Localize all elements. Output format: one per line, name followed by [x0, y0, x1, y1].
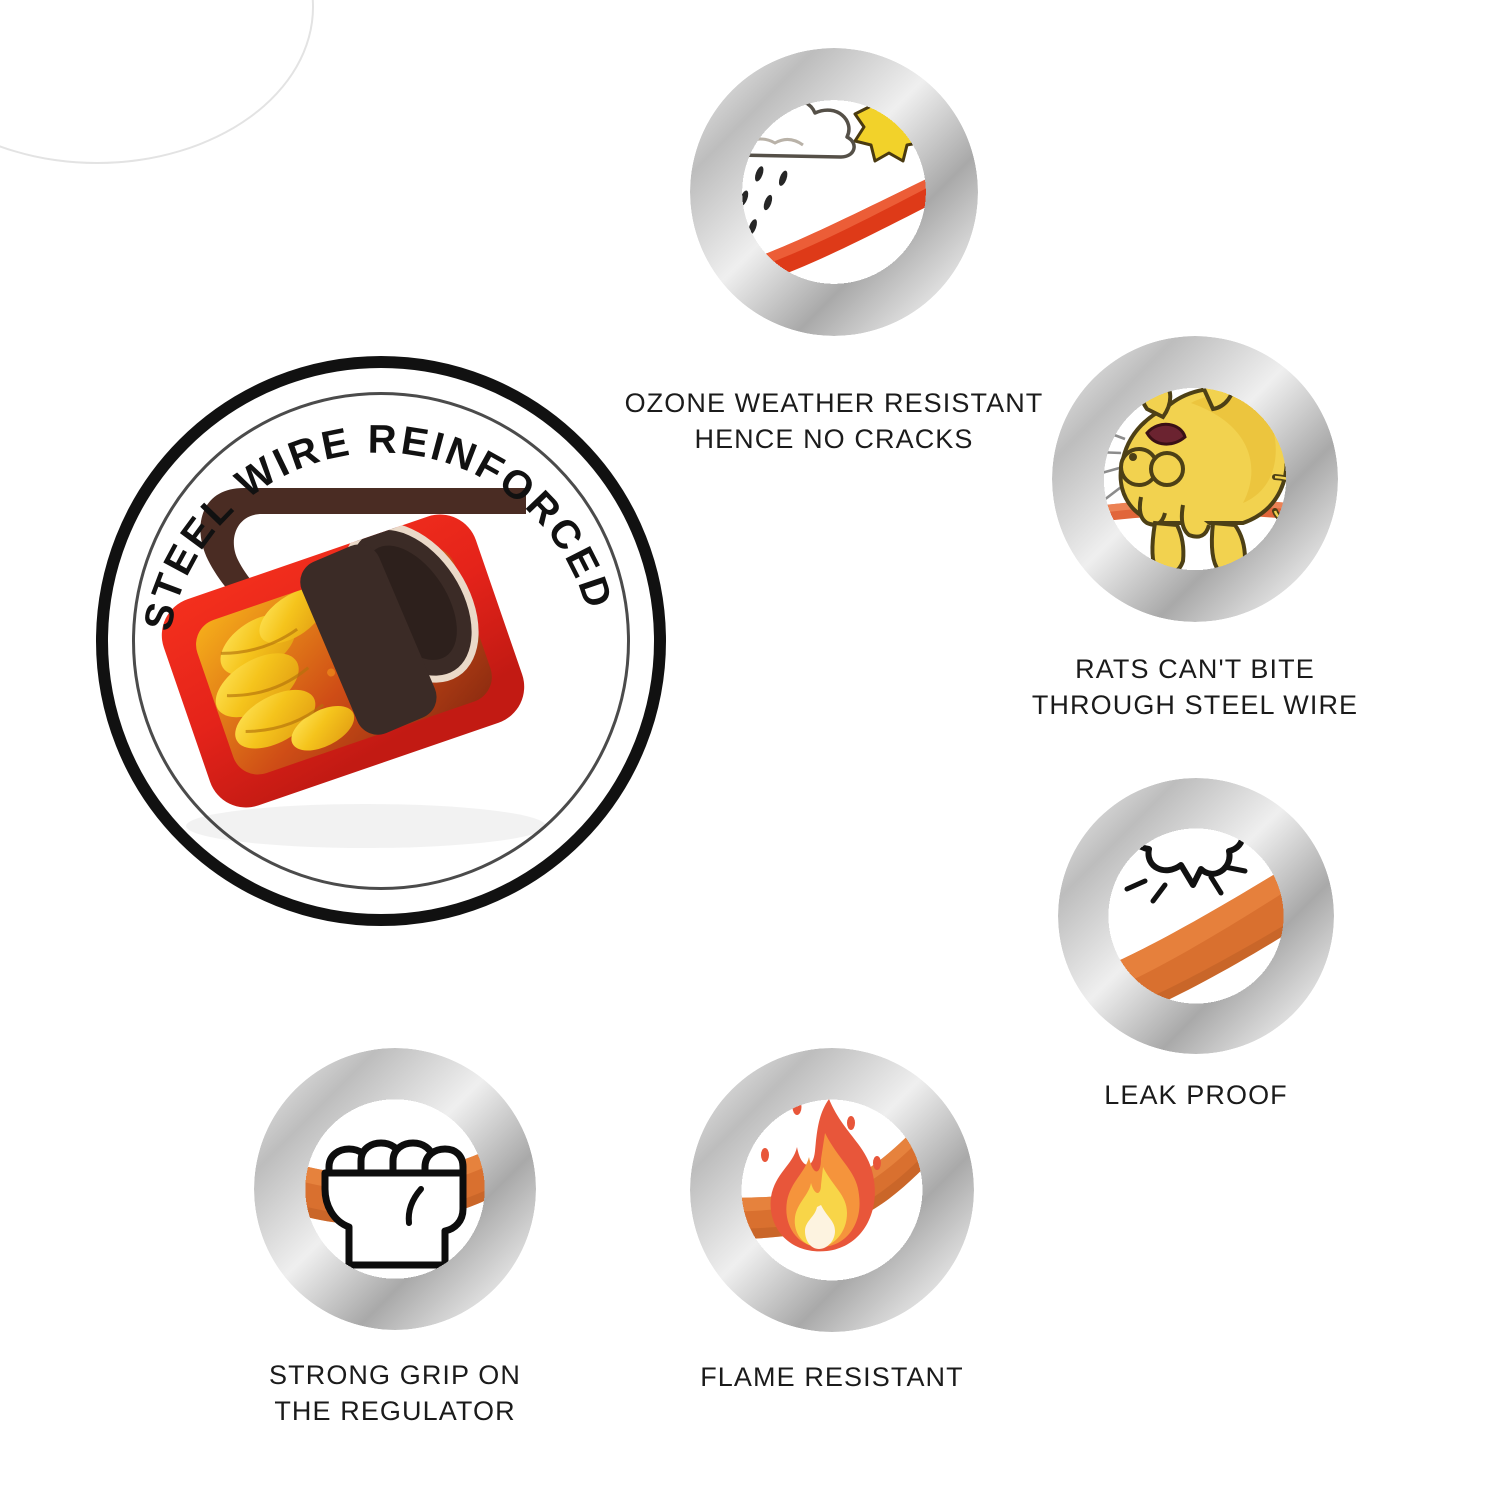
ozone-weather-icon-group [701, 83, 967, 298]
ozone-weather-art [700, 58, 968, 326]
leak-proof-icon-group [1069, 789, 1323, 1038]
rat-icon [1118, 365, 1317, 576]
ozone-weather-circle [690, 48, 978, 336]
pointer-arrow [200, 488, 526, 702]
leak-proof-art [1068, 788, 1324, 1044]
caption-strong-grip: STRONG GRIP ON THE REGULATOR [269, 1360, 521, 1426]
cutaway-hose-illustration [161, 488, 546, 848]
steel-wire-reinforced-badge: STEEL WIRE REINFORCED [96, 356, 666, 926]
rat-icon-group [1063, 365, 1327, 576]
rain-cloud-icon [720, 97, 856, 159]
caption-leak-proof: LEAK PROOF [1104, 1080, 1288, 1110]
fist-icon [321, 1139, 467, 1269]
flame-resistant-circle [690, 1048, 974, 1332]
strong-grip-art [264, 1058, 526, 1320]
decorative-arc-artifact [0, 0, 314, 164]
rats-bite-circle [1052, 336, 1338, 622]
badge-inner-ring [132, 392, 630, 890]
strong-grip-icon-group [265, 1128, 525, 1269]
flame-icon [761, 1099, 881, 1252]
badge-curved-text: STEEL WIRE REINFORCED [136, 418, 618, 635]
caption-rats-cant-bite: RATS CAN'T BITE THROUGH STEEL WIRE [1031, 654, 1359, 720]
caption-flame-resistant: FLAME RESISTANT [700, 1362, 964, 1392]
leak-proof-circle [1058, 778, 1334, 1054]
sun-icon [853, 83, 927, 163]
caption-ozone-weather-resistant: OZONE WEATHER RESISTANT HENCE NO CRACKS [624, 388, 1044, 454]
burst-puff-icon [1130, 789, 1246, 888]
flame-icon-group [701, 1079, 963, 1252]
strong-grip-circle [254, 1048, 536, 1330]
flame-resistant-art [700, 1058, 964, 1322]
rats-bite-art [1062, 346, 1328, 612]
